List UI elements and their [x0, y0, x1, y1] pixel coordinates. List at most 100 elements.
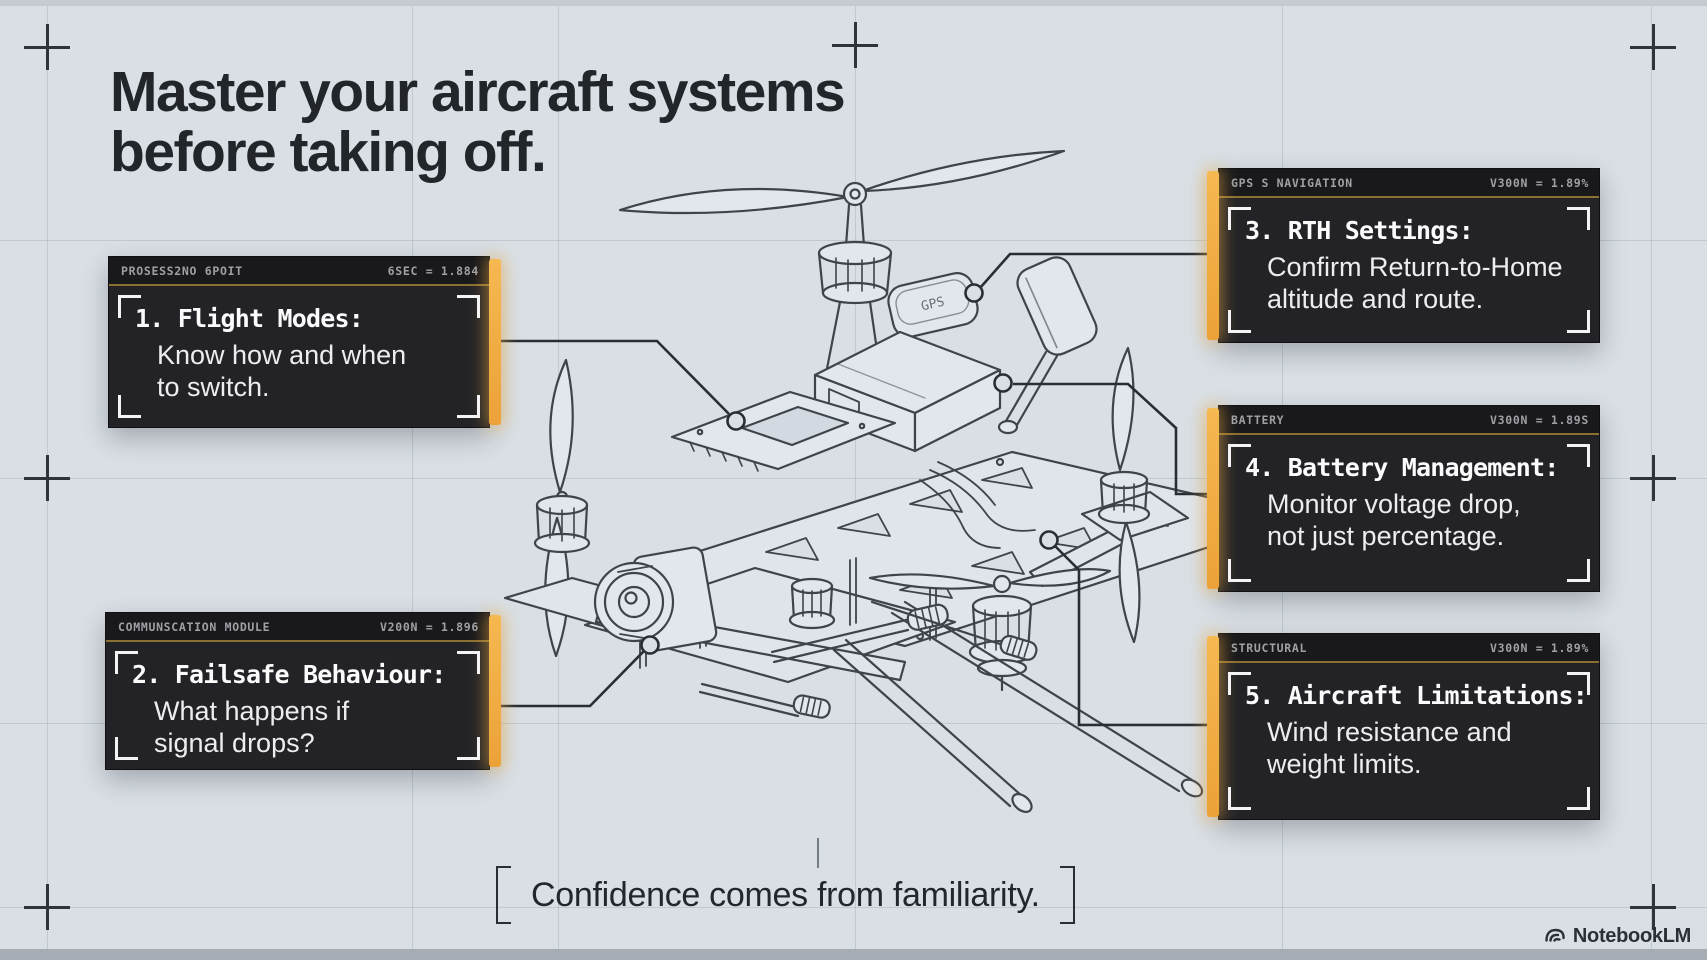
crosshair-mark: [24, 884, 70, 930]
callout-body: What happens if signal drops?: [154, 696, 350, 758]
connector-line: [1054, 545, 1218, 727]
caption-bracket-right: [1059, 866, 1075, 924]
corner-bracket: [1228, 672, 1251, 695]
main-title-line-2: before taking off.: [110, 120, 547, 185]
connector-line: [492, 650, 645, 708]
callout-header-left-label: GPS S NAVIGATION: [1231, 175, 1353, 190]
callout-header-left-label: STRUCTURAL: [1231, 640, 1308, 655]
edge-band-bottom: [0, 949, 1707, 960]
propeller-top: [618, 149, 1066, 248]
main-title: Master your aircraft systems before taki…: [110, 60, 846, 185]
callout-body: Know how and when to switch.: [157, 340, 407, 402]
callout-box-rth-settings: GPS S NAVIGATION V300N = 1.89% 3. RTH Se…: [1207, 168, 1600, 343]
crosshair-mark: [1630, 884, 1676, 930]
corner-bracket: [1567, 787, 1590, 810]
corner-bracket: [115, 737, 138, 760]
corner-bracket: [457, 295, 480, 318]
corner-bracket: [1567, 444, 1590, 467]
callout-header-left-label: COMMUNSCATION MODULE: [118, 619, 271, 634]
notebooklm-icon: [1545, 928, 1565, 942]
callout-title: 5. Aircraft Limitations:: [1245, 681, 1588, 710]
crosshair-tick: [817, 838, 819, 868]
grid-line: [0, 478, 1707, 479]
callout-header-right-label: V200N = 1.896: [380, 619, 479, 634]
accent-bar: [489, 259, 501, 425]
antenna: [997, 256, 1098, 435]
corner-bracket: [1228, 444, 1251, 467]
caption-bracket-left: [496, 866, 511, 924]
brand: NotebookLM: [1543, 924, 1691, 948]
corner-bracket: [1567, 672, 1590, 695]
callout-body: Wind resistance and weight limits.: [1267, 717, 1512, 779]
connector-dot: [726, 411, 746, 431]
callout-title: 1. Flight Modes:: [135, 304, 364, 333]
caption: Confidence comes from familiarity.: [496, 866, 1075, 924]
caption-text: Confidence comes from familiarity.: [531, 875, 1040, 914]
callout-box-failsafe: COMMUNSCATION MODULE V200N = 1.896 2. Fa…: [105, 612, 501, 770]
grid-line: [0, 907, 1707, 908]
callout-box-flight-modes: PROSESS2NO 6POIT 6SEC = 1.884 1. Flight …: [108, 256, 501, 428]
grid-line: [0, 240, 1707, 241]
callout-content: 1. Flight Modes: Know how and when to sw…: [109, 286, 489, 427]
callout-content: 3. RTH Settings: Confirm Return-to-Home …: [1219, 198, 1599, 342]
corner-bracket: [457, 395, 480, 418]
corner-bracket: [1228, 207, 1251, 230]
callout-content: 5. Aircraft Limitations: Wind resistance…: [1219, 663, 1599, 819]
grid-line: [0, 723, 1707, 724]
corner-bracket: [115, 651, 138, 674]
connector-dot: [964, 283, 984, 303]
accent-bar: [1207, 408, 1219, 589]
callout-title: 3. RTH Settings:: [1245, 216, 1474, 245]
callout-header: GPS S NAVIGATION V300N = 1.89%: [1219, 169, 1599, 198]
callout-header-right-label: V300N = 1.89%: [1490, 640, 1589, 655]
callout-header: BATTERY V300N = 1.89S: [1219, 406, 1599, 435]
grid-line: [855, 0, 856, 960]
callout-header-right-label: V300N = 1.89%: [1490, 175, 1589, 190]
corner-bracket: [1567, 207, 1590, 230]
main-title-line-1: Master your aircraft systems: [110, 60, 846, 124]
callout-title: 4. Battery Management:: [1245, 453, 1559, 482]
callout-content: 2. Failsafe Behaviour: What happens if s…: [106, 642, 489, 769]
crosshair-mark: [24, 455, 70, 501]
connector-dot: [640, 635, 660, 655]
flight-controller: [670, 390, 897, 472]
crosshair-mark: [1630, 24, 1676, 70]
corner-bracket: [457, 737, 480, 760]
landing-gear: [698, 600, 1204, 813]
corner-bracket: [1228, 310, 1251, 333]
corner-bracket: [118, 295, 141, 318]
callout-box-limitations: STRUCTURAL V300N = 1.89% 5. Aircraft Lim…: [1207, 633, 1600, 820]
callout-header: COMMUNSCATION MODULE V200N = 1.896: [106, 613, 489, 642]
callout-header-right-label: 6SEC = 1.884: [387, 263, 479, 278]
accent-bar: [1207, 636, 1219, 817]
callout-title: 2. Failsafe Behaviour:: [132, 660, 446, 689]
crosshair-mark: [832, 22, 878, 68]
connector-line: [1013, 382, 1218, 496]
accent-bar: [489, 615, 501, 767]
connector-dot: [1039, 530, 1059, 550]
callout-content: 4. Battery Management: Monitor voltage d…: [1219, 435, 1599, 591]
connector-lines: [492, 252, 1218, 727]
accent-bar: [1207, 171, 1219, 340]
crosshair-mark: [24, 24, 70, 70]
gps-module: GPS: [887, 272, 979, 338]
corner-bracket: [1567, 559, 1590, 582]
corner-bracket: [1567, 310, 1590, 333]
callout-header-left-label: PROSESS2NO 6POIT: [121, 263, 243, 278]
grid-line: [412, 0, 413, 960]
callout-header: STRUCTURAL V300N = 1.89%: [1219, 634, 1599, 663]
connector-dot: [993, 373, 1013, 393]
camera: [593, 546, 718, 652]
corner-bracket: [1228, 787, 1251, 810]
callout-header-left-label: BATTERY: [1231, 412, 1285, 427]
callout-header-right-label: V300N = 1.89S: [1490, 412, 1589, 427]
corner-bracket: [118, 395, 141, 418]
callout-body: Confirm Return-to-Home altitude and rout…: [1267, 252, 1563, 314]
gps-label: GPS: [920, 295, 946, 315]
edge-band-top: [0, 0, 1707, 6]
crosshair-mark: [1630, 455, 1676, 501]
brand-name: NotebookLM: [1572, 924, 1691, 947]
callout-body: Monitor voltage drop, not just percentag…: [1267, 489, 1521, 551]
